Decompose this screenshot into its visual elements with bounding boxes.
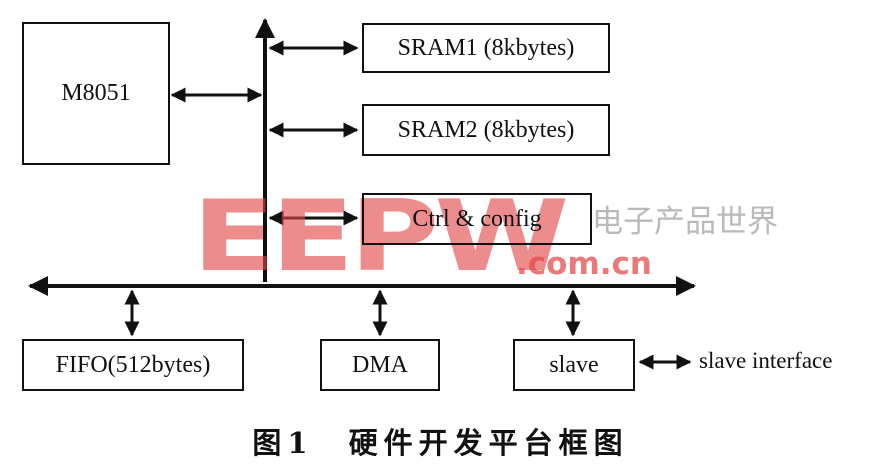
slave-block: slave	[513, 339, 635, 391]
sram1-block: SRAM1 (8kbytes)	[362, 23, 610, 73]
sram1-label: SRAM1 (8kbytes)	[397, 34, 575, 61]
figure-caption: 图1 硬件开发平台框图	[252, 426, 629, 460]
fifo-block: FIFO(512bytes)	[22, 339, 244, 391]
ctrl-config-block: Ctrl & config	[362, 193, 592, 245]
dma-block: DMA	[320, 339, 440, 391]
watermark-logo: EEPW	[192, 180, 569, 294]
slave-label: slave	[549, 351, 599, 378]
m8051-block: M8051	[22, 22, 170, 165]
dma-label: DMA	[351, 351, 408, 378]
m8051-label: M8051	[61, 80, 131, 106]
sram2-label: SRAM2 (8kbytes)	[397, 116, 575, 143]
ctrl-config-label: Ctrl & config	[412, 205, 542, 232]
watermark-chinese-text: 电子产品世界	[592, 204, 778, 240]
watermark-url: .com.cn	[516, 246, 652, 282]
fifo-label: FIFO(512bytes)	[55, 351, 211, 378]
sram2-block: SRAM2 (8kbytes)	[362, 104, 610, 156]
slave-interface-label: slave interface	[699, 348, 833, 373]
